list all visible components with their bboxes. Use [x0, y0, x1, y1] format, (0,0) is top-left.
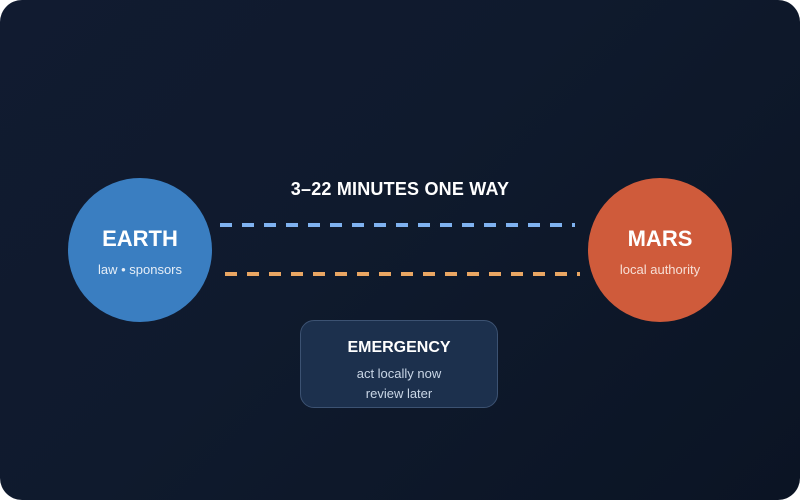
- emergency-box: EMERGENCY act locally now review later: [300, 320, 498, 408]
- emergency-line-act: act locally now: [356, 366, 442, 381]
- earth-subtitle: law • sponsors: [97, 262, 183, 277]
- earth-title: EARTH: [102, 226, 178, 251]
- mars-subtitle: local authority: [619, 262, 701, 277]
- emergency-title: EMERGENCY: [347, 339, 451, 356]
- earth-node: EARTH law • sponsors: [68, 178, 212, 322]
- mars-title: MARS: [627, 226, 693, 251]
- mars-node: MARS local authority: [588, 178, 732, 322]
- emergency-line-review: review later: [365, 386, 433, 401]
- latency-label: 3–22 MINUTES ONE WAY: [290, 179, 510, 199]
